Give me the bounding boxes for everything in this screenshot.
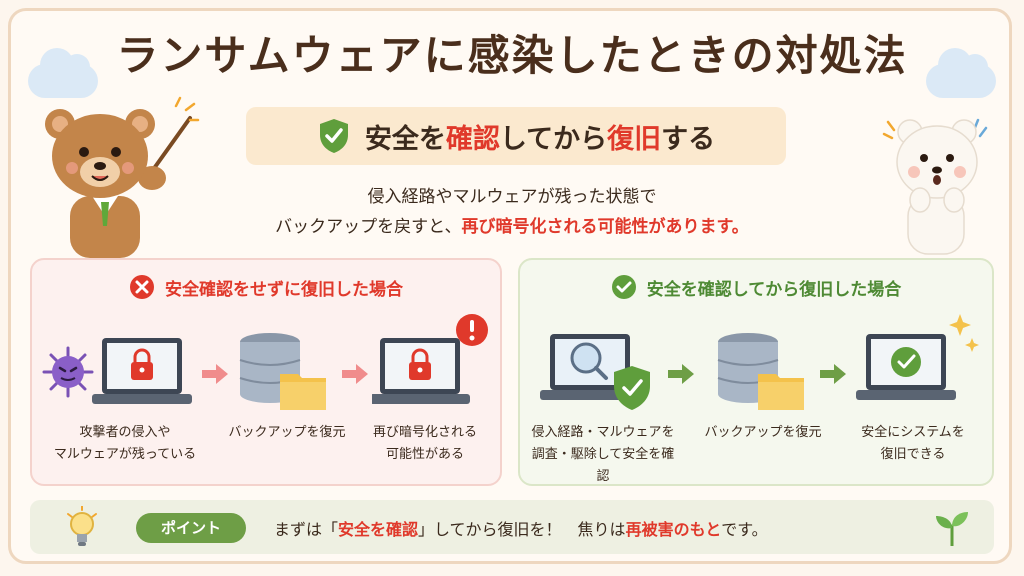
bad-step-3-caption: 再び暗号化される 可能性がある [372, 425, 477, 462]
headline-text-2: 確認 [445, 123, 500, 155]
arrow-right-icon [820, 364, 846, 384]
headline-text-5: する [661, 123, 716, 155]
arrow-right-icon [342, 364, 368, 384]
point-text: まずは「安全を確認」してから復旧を！ 焦りは再被害のもとです。 [274, 520, 768, 539]
database-folder-icon [239, 333, 326, 410]
sparkle-icon [949, 314, 971, 336]
point-bar: ポイント まずは「安全を確認」してから復旧を！ 焦りは再被害のもとです。 [30, 500, 994, 554]
panel-title-good: 安全を確認してから復旧した場合 [520, 274, 992, 300]
sprout-icon [936, 512, 968, 546]
arrow-right-icon [202, 364, 228, 384]
explanation-line-2a: バックアップを戻すと、 [275, 217, 462, 237]
database-folder-icon [717, 333, 804, 410]
explanation-text: 侵入経路やマルウェアが残った状態で バックアップを戻すと、再び暗号化される可能性… [0, 182, 1024, 242]
x-circle-icon [130, 275, 154, 299]
polar-bear-surprised-illustration [882, 118, 988, 255]
laptop-magnifier-shield-icon [540, 334, 650, 410]
headline-text-1: 安全を [364, 123, 446, 155]
explanation-line-1: 侵入経路やマルウェアが残った状態で [367, 187, 657, 207]
bad-step-2-caption: バックアップを復元 [228, 425, 346, 440]
good-step-3-caption: 安全にシステムを 復旧できる [861, 425, 965, 462]
headline-text-3: してから [499, 123, 608, 155]
point-badge: ポイント [136, 513, 246, 543]
shield-check-icon [319, 119, 348, 153]
panel-title-bad: 安全確認をせずに復旧した場合 [32, 274, 500, 300]
laptop-check-icon [856, 314, 979, 400]
cloud-right [926, 48, 996, 98]
explanation-line-2b: 再び暗号化される可能性があります。 [461, 217, 749, 237]
good-step-2-caption: バックアップを復元 [704, 425, 822, 440]
cloud-left [28, 48, 98, 98]
virus-icon [42, 346, 94, 398]
arrow-right-icon [668, 364, 694, 384]
headline-text-4: 復旧 [607, 123, 662, 155]
panel-with-safety-check: 安全を確認してから復旧した場合 侵入経路・マルウェアを 調査・駆除して安全を確認… [518, 258, 994, 486]
laptop-lock-icon [92, 338, 192, 404]
page-title: ランサムウェアに感染したときの対処法 [116, 31, 908, 80]
panel-without-safety-check: 安全確認をせずに復旧した場合 攻撃者の侵入や マルウェアが残っている バックアッ… [30, 258, 502, 486]
bear-teacher-illustration [45, 96, 200, 258]
laptop-lock-alert-icon [372, 314, 488, 404]
lightbulb-icon [67, 506, 97, 546]
good-step-1-caption: 侵入経路・マルウェアを 調査・駆除して安全を確認 [531, 425, 675, 484]
bad-step-1-caption: 攻撃者の侵入や マルウェアが残っている [53, 425, 197, 462]
check-circle-icon [611, 275, 636, 299]
headline-banner: 安全を確認してから復旧する [246, 107, 786, 165]
